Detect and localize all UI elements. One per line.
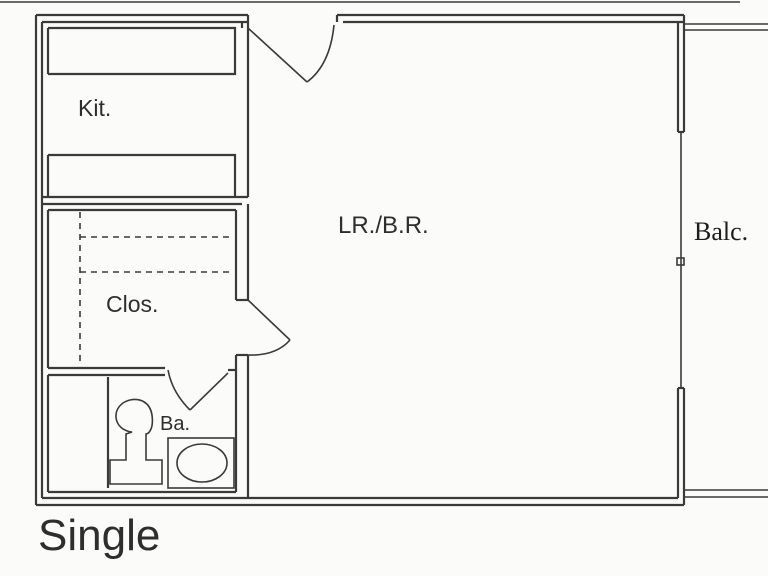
closet-label: Clos. [106,291,158,317]
balcony-outline [684,23,768,498]
closet-shelves [79,212,234,362]
kitchen-counters [46,26,237,197]
bathroom-walls [46,355,250,498]
bath-label: Ba. [160,413,190,435]
plan-title: Single [38,511,160,560]
outer-wall [34,13,686,507]
balcony-door [676,132,685,388]
partition-wall [42,22,250,206]
entry-door [247,24,335,83]
closet-door [247,299,291,356]
bathroom-door [167,369,229,411]
sink [167,437,235,489]
closet-walls [46,204,250,377]
kitchen-label: Kit. [78,95,111,121]
living-bedroom-label: LR./B.R. [338,212,429,239]
balcony-label: Balc. [694,217,748,246]
toilet [109,398,163,485]
